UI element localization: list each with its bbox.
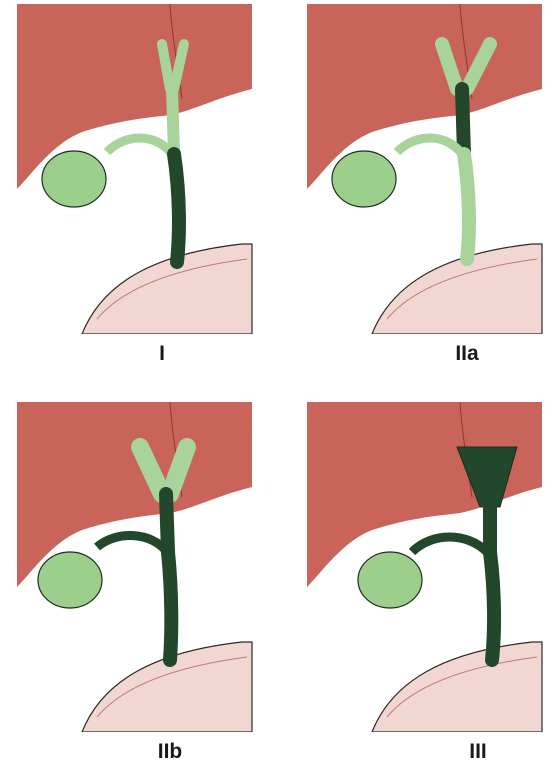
panel-label: I — [159, 342, 165, 366]
gallbladder — [358, 552, 422, 608]
panel-label: IIa — [455, 342, 478, 366]
biliary-illustration — [12, 402, 262, 732]
common-bile-duct — [174, 154, 179, 262]
gallbladder — [38, 552, 102, 608]
common-bile-duct — [168, 552, 171, 660]
gallbladder — [332, 151, 396, 207]
common-hepatic-duct — [172, 89, 174, 154]
common-bile-duct — [490, 552, 494, 660]
duodenum — [372, 244, 542, 334]
duodenum — [372, 642, 542, 732]
cystic-duct — [397, 138, 462, 154]
duodenum — [82, 244, 252, 334]
diagram-panel-type-2a: IIa — [302, 4, 552, 334]
diagram-panel-type-1: I — [12, 4, 262, 334]
biliary-illustration — [302, 402, 552, 732]
cystic-duct — [412, 537, 487, 552]
common-bile-duct — [464, 154, 469, 259]
cystic-duct — [97, 536, 167, 552]
diagram-panel-type-2b: IIb — [12, 402, 262, 732]
biliary-illustration — [302, 4, 552, 334]
common-hepatic-duct — [462, 89, 464, 154]
diagram-panel-type-3: III — [302, 402, 552, 732]
common-hepatic-duct — [166, 494, 168, 552]
gallbladder — [42, 151, 106, 207]
panel-label: III — [469, 740, 487, 764]
panel-label: IIb — [158, 740, 183, 764]
liver — [307, 402, 542, 587]
biliary-illustration — [12, 4, 262, 334]
cystic-duct — [107, 138, 172, 154]
